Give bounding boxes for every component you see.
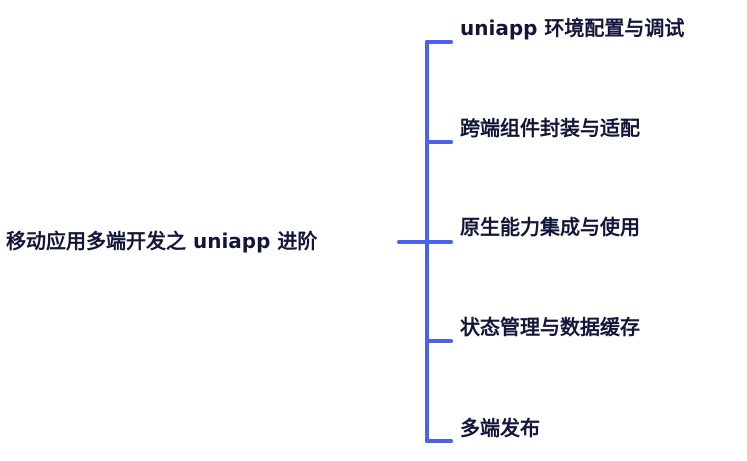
branch-node-4: 状态管理与数据缓存	[460, 315, 640, 339]
mindmap-root-node: 移动应用多端开发之 uniapp 进阶	[6, 229, 318, 253]
branch-node-2: 跨端组件封装与适配	[460, 116, 640, 140]
branch-node-3: 原生能力集成与使用	[460, 215, 640, 239]
branch-node-1: uniapp 环境配置与调试	[460, 16, 685, 40]
branch-node-5: 多端发布	[460, 416, 540, 440]
